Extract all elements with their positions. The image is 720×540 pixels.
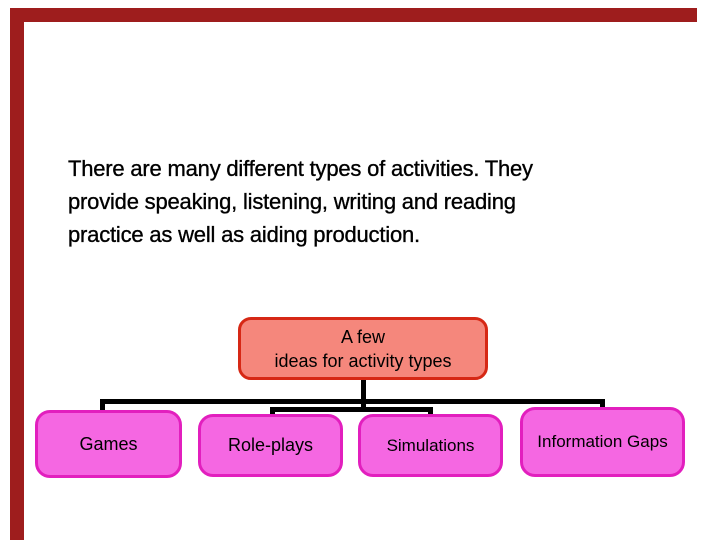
- diagram-box-roleplays-label: Role-plays: [227, 435, 314, 455]
- diagram-box-roleplays: Role-plays: [198, 414, 343, 477]
- diagram-box-games-label: Games: [79, 433, 138, 454]
- diagram-box-simulations-label: Simulations: [386, 435, 475, 455]
- connector-bus-upper: [102, 399, 605, 404]
- connector-bus-lower: [270, 407, 433, 412]
- diagram-box-games: Games: [35, 410, 182, 478]
- intro-paragraph: There are many different types of activi…: [68, 152, 533, 251]
- root-box-line-1: A few: [340, 326, 386, 347]
- connector-drop-roleplays: [270, 407, 275, 417]
- root-box-line-2: ideas for activity types: [274, 350, 452, 371]
- diagram-box-information-gaps-label: Information Gaps: [537, 432, 668, 451]
- diagram-box-simulations: Simulations: [358, 414, 503, 477]
- connector-drop-games: [100, 399, 105, 413]
- accent-border-left: [10, 8, 24, 540]
- connector-drop-simulations: [428, 407, 433, 417]
- connector-drop-information: [600, 399, 605, 410]
- intro-line-3: practice as well as aiding production.: [68, 222, 420, 247]
- connector-root-stem: [361, 380, 366, 412]
- intro-line-1: There are many different types of activi…: [68, 156, 533, 181]
- accent-border-top: [10, 8, 697, 22]
- diagram-box-information-gaps: Information Gaps: [520, 407, 685, 477]
- intro-line-2: provide speaking, listening, writing and…: [68, 189, 516, 214]
- diagram-root-box: A few ideas for activity types: [238, 317, 488, 380]
